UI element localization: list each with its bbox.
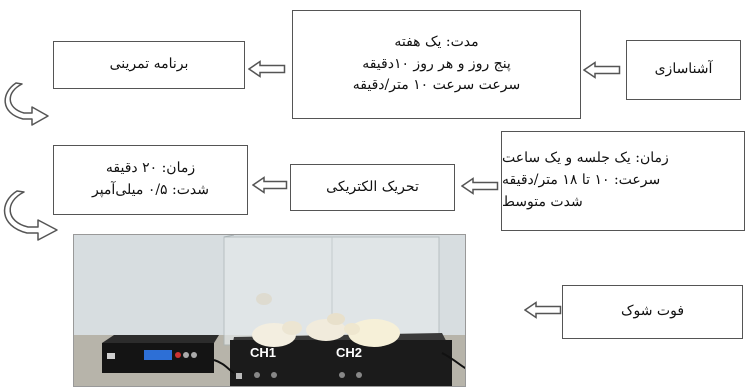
curved-arrow-icon (3, 190, 58, 241)
stimulation-time-text: زمان: ۲۰ دقیقه (105, 160, 196, 177)
arrow-left-icon (461, 177, 499, 195)
arrow-left-icon (524, 301, 562, 319)
foot-shock-apparatus-photo: CH1 CH2 (73, 234, 466, 387)
session-speed-text: سرعت: ۱۰ تا ۱۸ متر/دقیقه (502, 172, 661, 189)
arrow-left-icon (248, 60, 286, 78)
device-display (144, 350, 172, 360)
session-time-text: زمان: یک جلسه و یک ساعت (502, 150, 669, 167)
arrow-left-icon (252, 176, 288, 194)
foot-shock-label: فوت شوک (620, 303, 685, 320)
session-details-box: زمان: یک جلسه و یک ساعت سرعت: ۱۰ تا ۱۸ م… (501, 131, 745, 231)
training-speed-text: سرعت سرعت ۱۰ متر/دقیقه (352, 77, 521, 94)
training-details-box: مدت: یک هفته پنج روز و هر روز ۱۰دقیقه سر… (292, 10, 581, 119)
session-intensity-text: شدت متوسط (502, 193, 583, 210)
stimulation-details-box: زمان: ۲۰ دقیقه شدت: ۰/۵ میلی‌آمپر (53, 145, 248, 215)
training-program-label: برنامه تمرینی (109, 56, 189, 73)
electrical-stimulation-label: تحریک الکتریکی (326, 178, 419, 195)
training-frequency-text: پنج روز و هر روز ۱۰دقیقه (362, 55, 511, 72)
arrow-left-icon (583, 61, 621, 79)
training-duration-text: مدت: یک هفته (394, 33, 479, 50)
training-program-box: برنامه تمرینی (53, 41, 245, 89)
channel-1-label: CH1 (250, 345, 276, 360)
channel-2-label: CH2 (336, 345, 362, 360)
stimulation-intensity-text: شدت: ۰/۵ میلی‌آمپر (91, 182, 210, 198)
acclimation-label: آشناسازی (654, 61, 713, 78)
apparatus-illustration: CH1 CH2 (74, 235, 465, 386)
electrical-stimulation-box: تحریک الکتریکی (290, 164, 455, 211)
curved-arrow-icon (4, 82, 49, 126)
foot-shock-box: فوت شوک (562, 285, 743, 339)
acclimation-box: آشناسازی (626, 40, 741, 100)
